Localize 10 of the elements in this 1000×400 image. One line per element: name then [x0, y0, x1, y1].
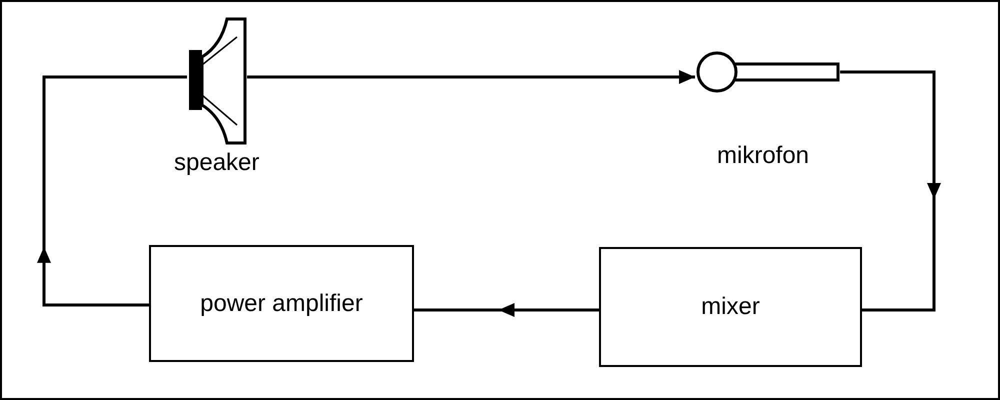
- speaker-drawing: [189, 18, 246, 144]
- arrow: [247, 70, 695, 84]
- process-box: power amplifier: [149, 245, 414, 362]
- process-box: mixer: [599, 247, 862, 367]
- node-caption: mikrofon: [717, 142, 810, 170]
- node-caption: speaker: [174, 149, 260, 177]
- arrow: [37, 76, 187, 306]
- arrow: [414, 303, 599, 317]
- arrow: [840, 70, 941, 312]
- microphone-icon: [695, 50, 840, 94]
